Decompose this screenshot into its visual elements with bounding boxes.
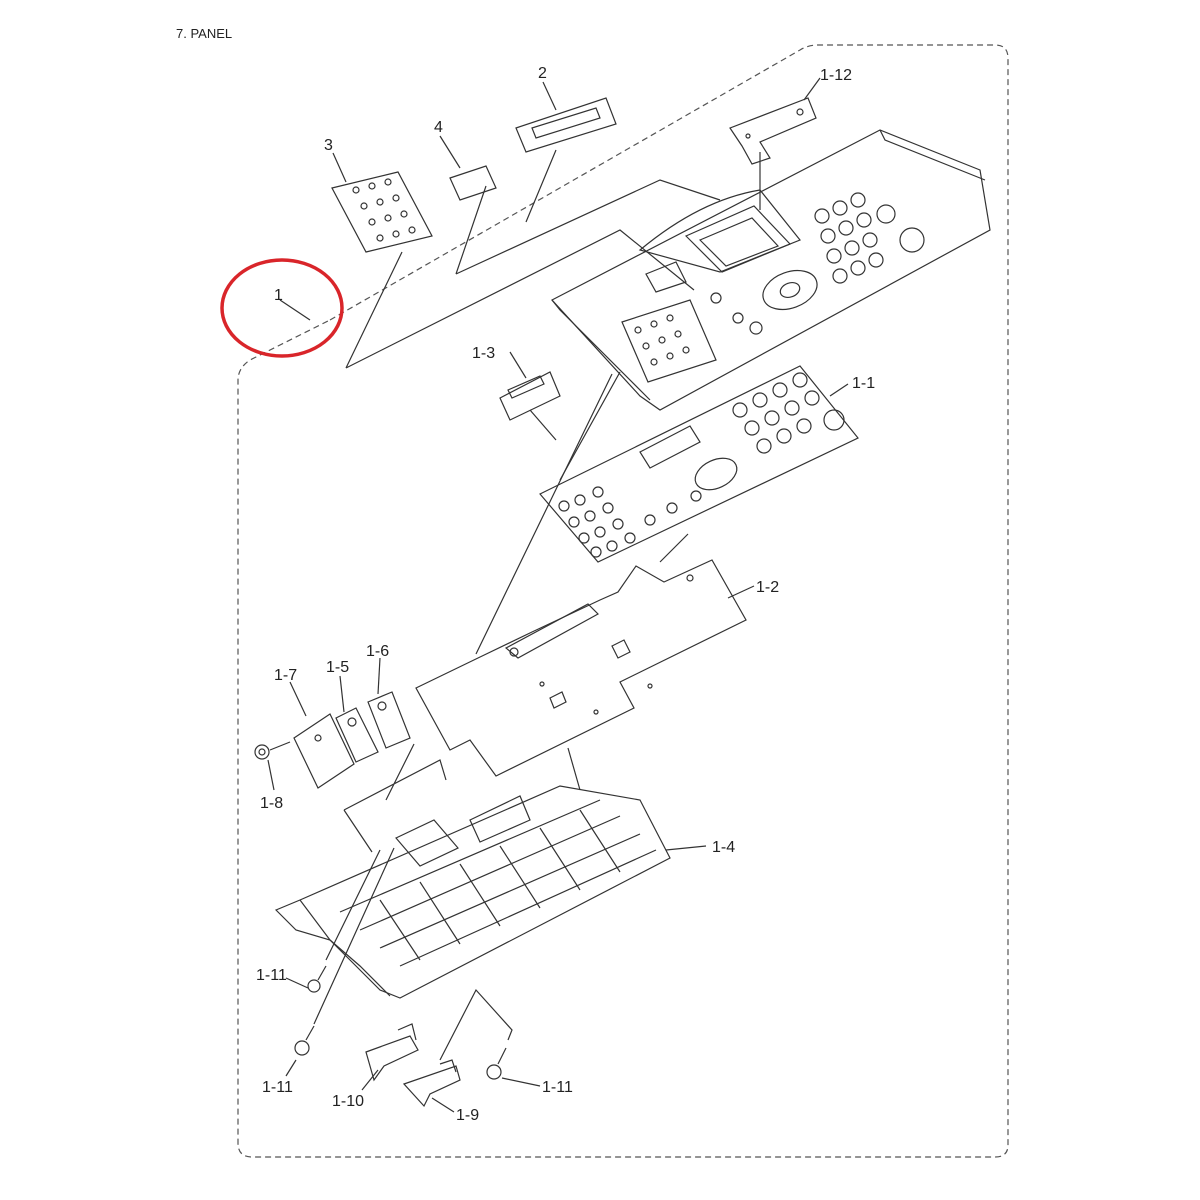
leader-1-2 <box>727 585 755 599</box>
callout-1-3: 1-3 <box>472 345 495 362</box>
leader-1-8 <box>267 759 275 791</box>
callout-1-11-c: 1-11 <box>542 1079 573 1096</box>
leader-4 <box>439 135 461 169</box>
leader-2 <box>542 81 557 111</box>
callout-1: 1 <box>274 287 283 304</box>
part-1-6-bracket <box>367 691 411 749</box>
locator-1-5-1-6 <box>343 743 447 853</box>
part-1-2-circuit-board <box>415 559 747 777</box>
leader-1-11a <box>285 977 309 989</box>
locator-1-2 <box>475 373 613 791</box>
callout-1-10: 1-10 <box>332 1093 364 1110</box>
callout-1-5: 1-5 <box>326 659 349 676</box>
leader-1 <box>279 299 311 321</box>
leader-3 <box>332 152 347 183</box>
callout-1-9: 1-9 <box>456 1107 479 1124</box>
part-4-label <box>449 165 497 201</box>
part-1-12-bracket <box>729 97 817 165</box>
part-1-11-screw-b <box>294 1025 315 1056</box>
part-1-11-screw-c <box>486 1047 507 1080</box>
callout-3: 3 <box>324 137 333 154</box>
callout-2: 2 <box>538 65 547 82</box>
callout-1-4: 1-4 <box>712 839 735 856</box>
locator-1-1 <box>559 371 689 563</box>
callout-1-8: 1-8 <box>260 795 283 812</box>
callout-1-7: 1-7 <box>274 667 297 684</box>
part-1-5-insulator <box>335 707 379 763</box>
highlight-circle <box>220 258 344 358</box>
callout-1-11-a: 1-11 <box>256 967 287 984</box>
leader-1-5 <box>339 675 345 713</box>
locator-lines-upper <box>345 149 721 369</box>
panel-cover <box>551 129 991 411</box>
part-2-display-window <box>515 97 617 153</box>
callout-4: 4 <box>434 119 443 136</box>
leader-1-9 <box>431 1097 455 1113</box>
leader-1-10 <box>361 1069 379 1091</box>
part-1-4-frame <box>274 785 671 999</box>
locator-1-11 <box>313 847 513 1061</box>
leader-1-6 <box>377 657 381 695</box>
callout-1-11-b: 1-11 <box>262 1079 293 1096</box>
leader-1-11b <box>285 1059 297 1077</box>
part-1-3-connector <box>499 371 561 441</box>
callout-1-6: 1-6 <box>366 643 389 660</box>
leader-1-7 <box>289 681 307 717</box>
callout-1-12: 1-12 <box>820 67 852 84</box>
part-1-8-screw <box>254 741 291 760</box>
page-title: 7. PANEL <box>176 26 233 41</box>
assembly-boundary <box>237 44 1009 1158</box>
leader-1-12 <box>803 77 821 101</box>
callout-1-1: 1-1 <box>852 375 875 392</box>
part-1-7-plate <box>293 713 355 789</box>
part-1-1-keypad <box>539 365 859 563</box>
leader-1-11c <box>501 1077 541 1087</box>
leader-1-3 <box>509 351 527 379</box>
callout-1-2: 1-2 <box>756 579 779 596</box>
part-3-key-sheet <box>331 171 433 253</box>
leader-1-4 <box>665 845 707 851</box>
part-1-11-screw-a <box>307 965 327 993</box>
leader-1-1 <box>829 383 849 397</box>
part-1-9-lever <box>402 1059 461 1108</box>
part-1-10-lever <box>365 1023 419 1082</box>
